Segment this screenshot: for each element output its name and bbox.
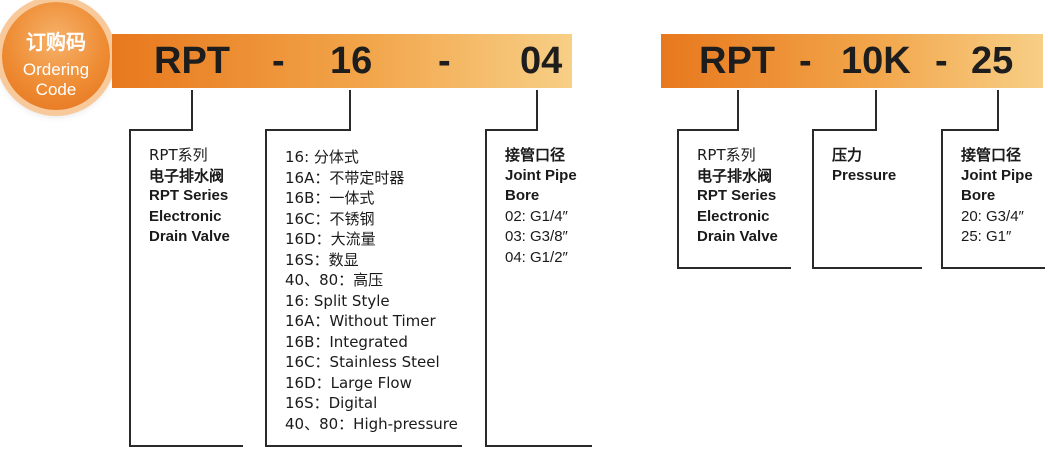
- connector-series-horizontal: [130, 129, 193, 131]
- connector-style-horizontal: [266, 129, 351, 131]
- style-line: 16A：不带定时器: [285, 168, 405, 187]
- right-code-dash-1: -: [799, 40, 812, 82]
- bore-line: Joint Pipe: [505, 166, 577, 184]
- style-line: 16C：不锈钢: [285, 209, 375, 228]
- left-code-dash-1: -: [272, 40, 285, 82]
- bore-description-box: 接管口径 Joint Pipe Bore 02: G1/4″ 03: G3/8″…: [485, 129, 592, 447]
- r-series-line: 电子排水阀: [697, 166, 773, 185]
- r-series-line: RPT系列: [697, 146, 756, 164]
- series-line: RPT Series: [149, 187, 229, 204]
- right-code-dash-2: -: [935, 40, 948, 82]
- r-series-description-box: RPT系列 电子排水阀 RPT Series Electronic Drain …: [677, 129, 791, 269]
- style-line: 16B：一体式: [285, 189, 375, 207]
- left-code-banner: RPT - 16 - 04: [112, 34, 572, 88]
- bore-line: Bore: [505, 187, 540, 204]
- connector-style-vertical: [349, 90, 351, 130]
- r-bore-line: 25: G1″: [961, 228, 1012, 245]
- series-description-box: RPT系列 电子排水阀 RPT Series Electronic Drain …: [129, 129, 243, 447]
- bore-line: 03: G3/8″: [505, 228, 568, 245]
- badge-en-label-2: Code: [35, 80, 77, 99]
- r-bore-line: Bore: [961, 187, 996, 204]
- left-code-dash-2: -: [438, 40, 451, 82]
- badge-cn-label: 订购码: [26, 30, 86, 54]
- connector-r-pressure-vertical: [875, 90, 877, 130]
- connector-r-series-horizontal: [678, 129, 739, 131]
- series-line: Electronic: [149, 207, 222, 225]
- r-series-line: Drain Valve: [697, 228, 778, 245]
- bore-line: 接管口径: [505, 146, 566, 164]
- style-line: 16: 分体式: [285, 148, 359, 166]
- style-line: 40、80：High-pressure: [285, 414, 458, 433]
- r-bore-line: 接管口径: [961, 146, 1022, 164]
- style-line: 16S：Digital: [285, 394, 378, 412]
- r-pressure-line: 压力: [832, 146, 863, 164]
- right-code-banner: RPT - 10K - 25: [661, 34, 1043, 88]
- series-line: Drain Valve: [149, 228, 230, 245]
- connector-bore-horizontal: [486, 129, 538, 131]
- right-code-series: RPT: [699, 40, 775, 82]
- r-bore-line: 20: G3/4″: [961, 207, 1024, 225]
- bore-line: 04: G1/2″: [505, 248, 568, 266]
- r-series-line: Electronic: [697, 207, 770, 225]
- style-line: 16S：数显: [285, 250, 359, 269]
- bore-line: 02: G1/4″: [505, 207, 568, 225]
- style-line: 16: Split Style: [285, 291, 390, 310]
- connector-r-series-vertical: [737, 90, 739, 130]
- series-line: 电子排水阀: [149, 166, 225, 185]
- series-line: RPT系列: [149, 146, 208, 164]
- style-line: 16A：Without Timer: [285, 312, 436, 330]
- style-line: 16C：Stainless Steel: [285, 353, 440, 371]
- badge-en-label-1: Ordering: [22, 60, 90, 79]
- connector-r-pressure-horizontal: [813, 129, 877, 131]
- style-line: 16B：Integrated: [285, 332, 408, 351]
- r-pressure-line: Pressure: [832, 166, 897, 184]
- connector-series-vertical: [191, 90, 193, 130]
- connector-r-bore-vertical: [997, 90, 999, 130]
- r-series-line: RPT Series: [697, 187, 777, 204]
- left-code-series: RPT: [154, 40, 230, 82]
- style-line: 16D：大流量: [285, 230, 376, 248]
- style-line: 16D：Large Flow: [285, 373, 412, 392]
- right-code-bore: 25: [971, 40, 1014, 82]
- r-bore-line: Joint Pipe: [961, 166, 1033, 184]
- style-description-box: 16: 分体式 16A：不带定时器 16B：一体式 16C：不锈钢 16D：大流…: [265, 129, 462, 447]
- connector-r-bore-horizontal: [942, 129, 999, 131]
- r-bore-description-box: 接管口径 Joint Pipe Bore 20: G3/4″ 25: G1″: [941, 129, 1045, 269]
- style-line: 40、80：高压: [285, 271, 384, 289]
- left-code-bore: 04: [520, 40, 563, 82]
- r-pressure-description-box: 压力 Pressure: [812, 129, 922, 269]
- left-code-style: 16: [330, 40, 373, 82]
- connector-bore-vertical: [536, 90, 538, 130]
- right-code-pressure: 10K: [841, 40, 911, 82]
- ordering-code-badge: 订购码 Ordering Code: [2, 2, 110, 110]
